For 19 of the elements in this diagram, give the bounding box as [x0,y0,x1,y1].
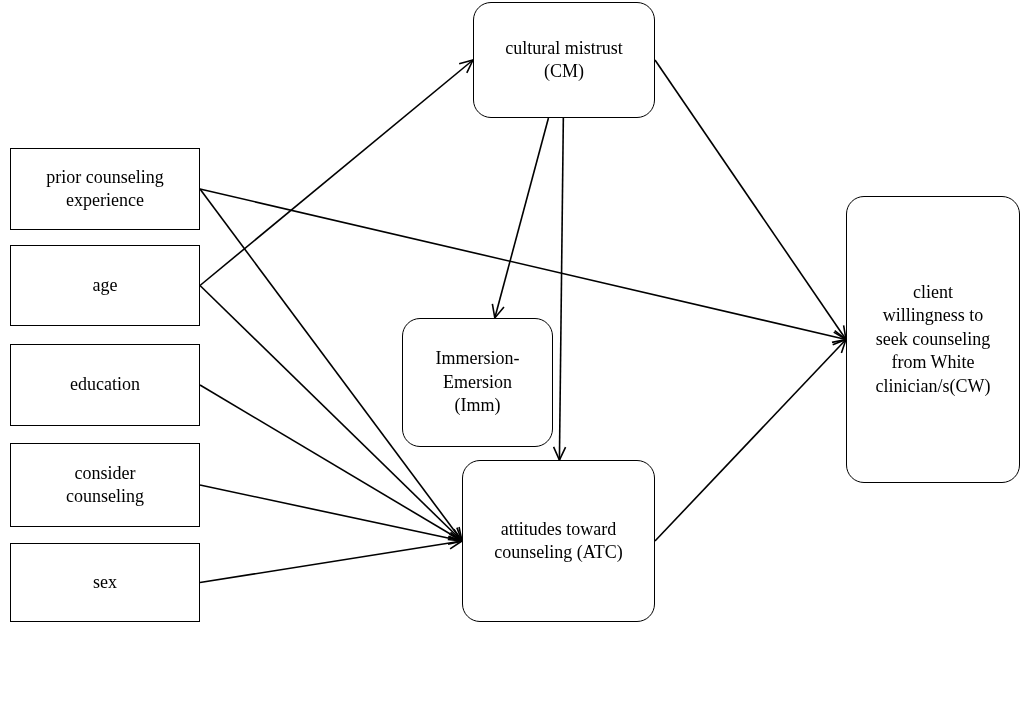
variable-box: sex [10,543,200,622]
variable-box: prior counseling experience [10,148,200,230]
arrow [491,117,550,319]
arrow [552,117,567,461]
arrow [654,59,847,341]
arrow [199,384,463,542]
rounded-box: Immersion-Emersion (Imm) [402,318,553,447]
rounded-box: attitudes toward counseling (ATC) [462,460,655,622]
arrow [199,59,474,287]
arrow [199,484,463,545]
rounded-box: cultural mistrust (CM) [473,2,655,118]
variable-box: age [10,245,200,326]
arrow [199,284,463,542]
variable-box: consider counseling [10,443,200,527]
rounded-box: client willingness to seek counseling from White clinician/s(CW) [846,196,1020,483]
arrow [199,536,463,584]
arrow [654,338,847,542]
variable-box: education [10,344,200,426]
arrow [199,188,847,344]
